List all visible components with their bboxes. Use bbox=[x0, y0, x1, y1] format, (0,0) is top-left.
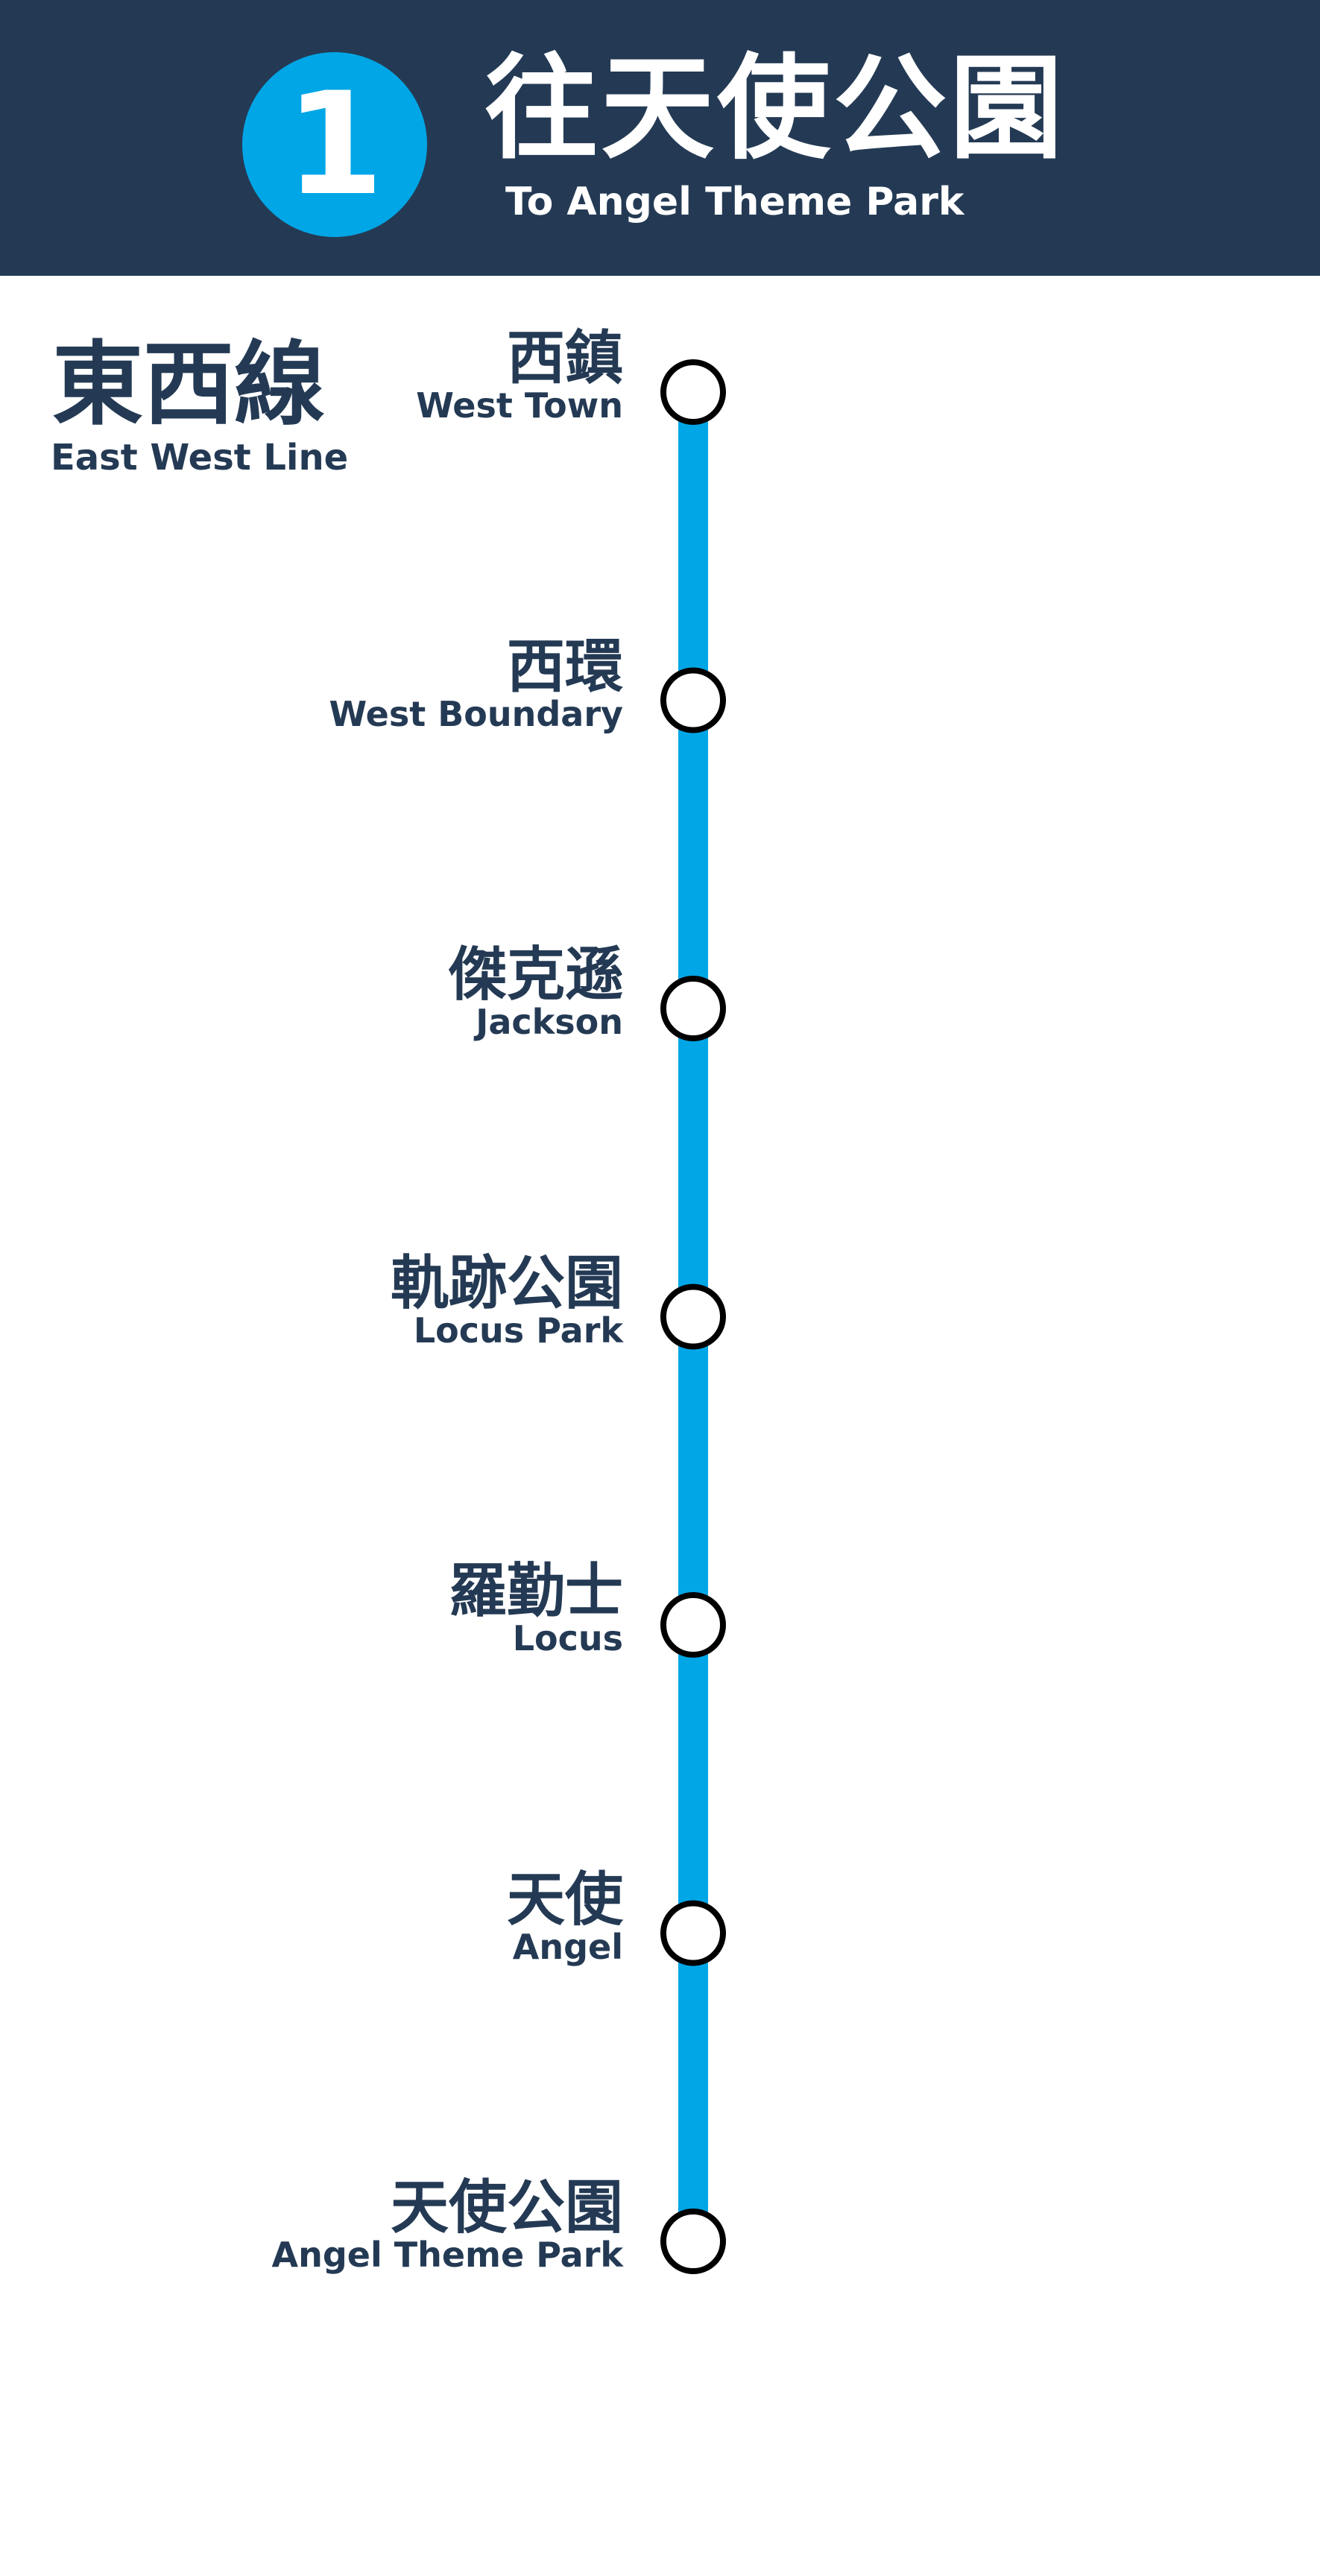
station-name-en: Angel Theme Park bbox=[271, 2235, 623, 2275]
station-label-locus: 羅勤士 Locus bbox=[449, 1558, 623, 1658]
station-name-zh: 軌跡公園 bbox=[390, 1248, 623, 1317]
station-name-en: West Boundary bbox=[329, 693, 623, 734]
station-marker bbox=[660, 1284, 726, 1350]
station-name-zh: 西鎮 bbox=[506, 324, 623, 392]
destination-title-en: To Angel Theme Park bbox=[505, 180, 964, 224]
station-marker bbox=[660, 667, 726, 733]
station-marker bbox=[660, 2209, 726, 2274]
station-name-en: West Town bbox=[416, 385, 623, 426]
station-name-zh: 傑克遜 bbox=[448, 941, 623, 1008]
station-name-zh: 天使公園 bbox=[390, 2174, 623, 2241]
station-name-zh: 天使 bbox=[506, 1865, 623, 1933]
station-marker bbox=[660, 359, 726, 425]
station-name-en: Locus Park bbox=[413, 1310, 623, 1351]
station-name-en: Locus bbox=[512, 1618, 623, 1658]
station-marker bbox=[660, 976, 726, 1041]
route-number-badge: 1 bbox=[242, 52, 427, 237]
station-label-west-town: 西鎮 West Town bbox=[416, 324, 623, 426]
route-header: 1 往天使公園 To Angel Theme Park bbox=[0, 0, 1320, 276]
station-label-angel: 天使 Angel bbox=[507, 1866, 623, 1966]
station-label-jackson: 傑克遜 Jackson bbox=[448, 941, 623, 1042]
station-name-zh: 西環 bbox=[506, 632, 623, 701]
line-name-zh: 東西線 bbox=[52, 330, 325, 438]
line-name-en: East West Line bbox=[51, 437, 349, 479]
destination-title-zh: 往天使公園 bbox=[484, 41, 1066, 174]
station-marker bbox=[660, 1592, 726, 1658]
station-marker bbox=[660, 1900, 726, 1966]
station-label-angel-theme-park: 天使公園 Angel Theme Park bbox=[271, 2174, 623, 2275]
station-name-en: Angel bbox=[512, 1926, 623, 1967]
station-label-west-boundary: 西環 West Boundary bbox=[329, 632, 623, 734]
station-label-locus-park: 軌跡公園 Locus Park bbox=[390, 1248, 623, 1351]
station-name-zh: 羅勤士 bbox=[448, 1557, 623, 1625]
route-number: 1 bbox=[285, 62, 385, 227]
station-name-en: Jackson bbox=[476, 1002, 623, 1042]
